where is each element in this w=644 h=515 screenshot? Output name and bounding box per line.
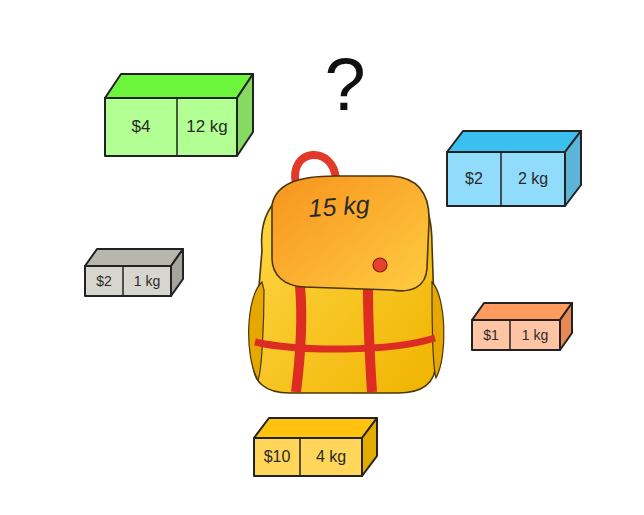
- bag-pocket: [249, 282, 264, 380]
- box-face: [254, 418, 377, 438]
- price-label: $2: [96, 273, 112, 289]
- weight-label: 2 kg: [518, 170, 548, 188]
- knapsack: 15 kg: [248, 150, 440, 395]
- weight-label: 4 kg: [316, 448, 346, 466]
- bag-button: [373, 258, 387, 272]
- box-face: [565, 131, 581, 206]
- box-shape: [105, 74, 253, 156]
- text-cell: 1 kg: [510, 320, 560, 350]
- question-mark: ?: [300, 48, 390, 122]
- price-label: $1: [483, 327, 499, 343]
- bag-strap: [255, 338, 435, 349]
- box-face: [472, 320, 560, 350]
- bag-pocket: [432, 282, 444, 378]
- box-face: [560, 303, 572, 350]
- text-cell: 1 kg: [123, 266, 171, 296]
- text-cell: 2 kg: [501, 152, 565, 206]
- box-face: [254, 438, 362, 476]
- text-cell: 12 kg: [177, 98, 237, 156]
- bag-flap: [272, 176, 429, 291]
- box-face: [362, 418, 377, 476]
- weight-label: 1 kg: [134, 273, 160, 289]
- bag-strap: [296, 286, 301, 392]
- box-face: [447, 131, 581, 152]
- bag-strap: [368, 289, 372, 392]
- text-cell: $1: [472, 320, 510, 350]
- item-box: $1 1 kg: [472, 303, 572, 350]
- text-cell: $2: [447, 152, 501, 206]
- text-cell: 15 kg: [283, 182, 396, 230]
- item-box: $2 2 kg: [447, 131, 581, 206]
- face-divider: [509, 320, 511, 350]
- box-face: [85, 249, 183, 266]
- box-face: [447, 152, 565, 206]
- box-face: [105, 98, 237, 156]
- box-shape: [254, 418, 377, 476]
- box-shape: [447, 131, 581, 206]
- face-divider: [299, 438, 301, 476]
- text-cell: 4 kg: [300, 438, 362, 476]
- price-label: $10: [264, 448, 291, 466]
- text-cell: $2: [85, 266, 123, 296]
- item-box: $4 12 kg: [105, 74, 253, 156]
- capacity-label: 15 kg: [307, 189, 370, 222]
- box-face: [85, 266, 171, 296]
- text-cell: $10: [254, 438, 300, 476]
- weight-label: 1 kg: [522, 327, 548, 343]
- price-label: $2: [465, 170, 483, 188]
- item-box: $10 4 kg: [254, 418, 377, 476]
- box-face: [171, 249, 183, 296]
- item-box: $2 1 kg: [85, 249, 183, 296]
- face-divider: [122, 266, 124, 296]
- face-divider: [176, 98, 178, 156]
- box-face: [472, 303, 572, 320]
- face-divider: [500, 152, 502, 206]
- text-cell: $4: [105, 98, 177, 156]
- box-face: [237, 74, 253, 156]
- weight-label: 12 kg: [186, 117, 228, 137]
- box-face: [105, 74, 253, 98]
- price-label: $4: [132, 117, 151, 137]
